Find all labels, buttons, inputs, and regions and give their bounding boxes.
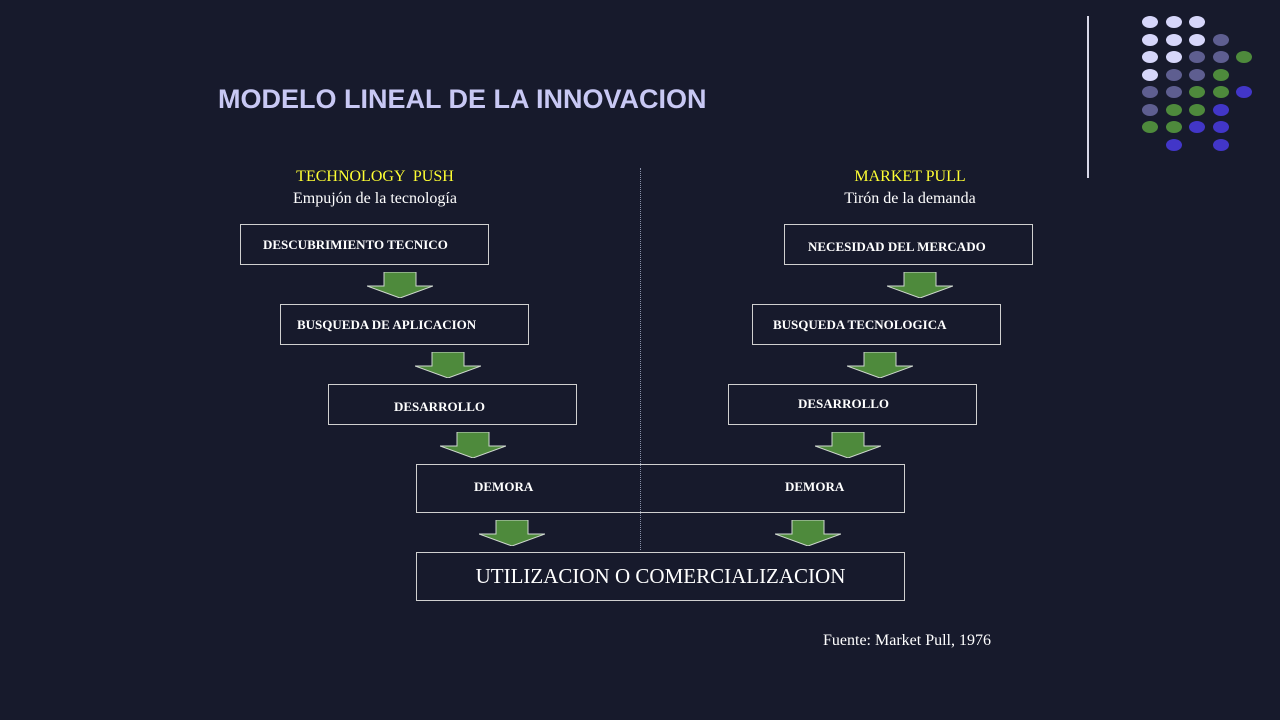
step-label: BUSQUEDA TECNOLOGICA (773, 316, 947, 332)
down-arrow-icon (815, 432, 881, 458)
decor-dot (1189, 86, 1205, 98)
step-label: DESARROLLO (798, 395, 890, 411)
step-box-discovery: DESCUBRIMIENTO TECNICO (240, 224, 489, 265)
down-arrow-icon (440, 432, 506, 458)
down-arrow-icon (479, 520, 545, 546)
decor-dot (1236, 86, 1252, 98)
decor-dot (1142, 86, 1158, 98)
decor-dot (1165, 51, 1182, 63)
down-arrow-icon (415, 352, 481, 378)
market-pull-subtitle: Tirón de la demanda (844, 190, 976, 207)
decor-dot (1212, 121, 1229, 133)
technology-push-title: TECHNOLOGY PUSH (296, 168, 454, 185)
delay-label-right: DEMORA (785, 479, 845, 494)
decor-line (1087, 16, 1089, 178)
decor-dot (1212, 103, 1229, 116)
decor-dot (1165, 33, 1182, 46)
down-arrow-icon (847, 352, 913, 378)
decor-dot (1212, 86, 1229, 98)
decor-dot (1212, 33, 1229, 46)
column-divider (640, 168, 641, 550)
down-arrow-icon (367, 272, 433, 298)
source-citation: Fuente: Market Pull, 1976 (823, 632, 991, 649)
step-box-market-need: NECESIDAD DEL MERCADO (784, 224, 1033, 265)
decor-dot (1142, 68, 1158, 81)
step-label: DESARROLLO (394, 398, 486, 414)
decor-dot (1165, 16, 1182, 28)
down-arrow-icon (887, 272, 953, 298)
market-pull-title: MARKET PULL (854, 168, 966, 185)
final-label: UTILIZACION O COMERCIALIZACION (475, 564, 846, 588)
step-label: DESCUBRIMIENTO TECNICO (263, 236, 448, 252)
step-box-application-search: BUSQUEDA DE APLICACION (280, 304, 529, 345)
decor-dot (1189, 121, 1205, 133)
decor-dot (1212, 68, 1229, 81)
step-box-development-left: DESARROLLO (328, 384, 577, 425)
decor-dot (1189, 16, 1205, 28)
decor-dot (1189, 68, 1205, 81)
decor-dot (1189, 103, 1205, 116)
decor-dot (1165, 68, 1182, 81)
decor-dot (1142, 121, 1158, 133)
final-box-commercialization: UTILIZACION O COMERCIALIZACION (416, 552, 905, 601)
down-arrow-icon (775, 520, 841, 546)
decor-dot (1212, 138, 1229, 151)
decor-dot (1236, 51, 1252, 63)
decor-dot (1212, 51, 1229, 63)
decor-dot (1165, 121, 1182, 133)
decor-dot (1165, 103, 1182, 116)
step-box-development-right: DESARROLLO (728, 384, 977, 425)
decor-dot (1189, 33, 1205, 46)
delay-box (416, 464, 905, 513)
decor-dot (1165, 138, 1182, 151)
decor-dot (1142, 16, 1158, 28)
step-box-technology-search: BUSQUEDA TECNOLOGICA (752, 304, 1001, 345)
delay-label-left: DEMORA (474, 479, 534, 494)
page-title: MODELO LINEAL DE LA INNOVACION (218, 84, 707, 114)
decor-dot (1142, 51, 1158, 63)
market-pull-heading: MARKET PULL Tirón de la demanda (790, 166, 1030, 210)
decor-dot (1142, 33, 1158, 46)
step-label: NECESIDAD DEL MERCADO (808, 238, 986, 254)
decor-dot (1189, 51, 1205, 63)
decor-dot (1165, 86, 1182, 98)
decor-dot (1142, 103, 1158, 116)
step-label: BUSQUEDA DE APLICACION (297, 316, 477, 332)
technology-push-subtitle: Empujón de la tecnología (293, 190, 457, 207)
technology-push-heading: TECHNOLOGY PUSH Empujón de la tecnología (255, 166, 495, 210)
